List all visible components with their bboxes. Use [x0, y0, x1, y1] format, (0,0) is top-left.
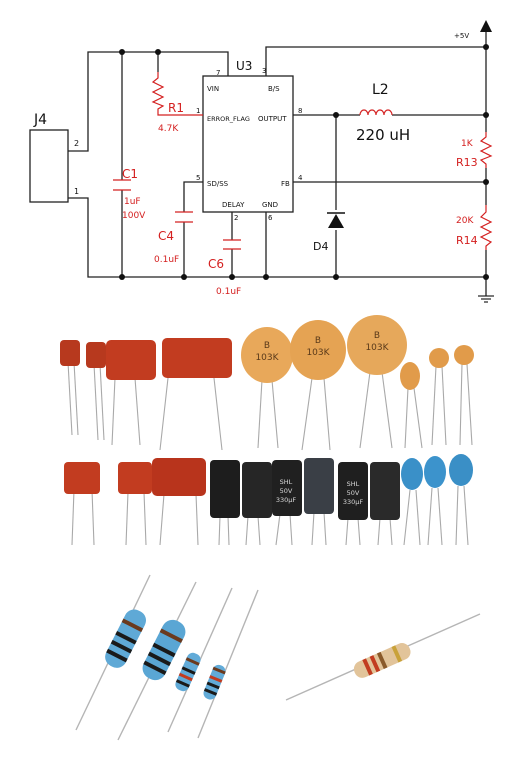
capacitor-c1-symbol: [113, 179, 131, 191]
ic-pin-num-delay: 2: [234, 214, 238, 222]
electrolytic-voltage-1: 50V: [280, 487, 293, 495]
capacitor-c1-value: 1uF: [124, 197, 141, 207]
ic-pin-num-output: 8: [298, 107, 302, 115]
electrolytic-brand-1: SHL: [280, 478, 293, 486]
electrolytic-brand-2: SHL: [347, 480, 360, 488]
resistor-r14-ref: R14: [456, 234, 478, 247]
ceramic-marking-3: 103K: [365, 343, 389, 353]
ic-pin-name-gnd: GND: [262, 201, 278, 209]
diode-d4-symbol: [327, 212, 345, 228]
ceramic-marking-1: 103K: [255, 353, 279, 363]
electrolytic-value-2: 330µF: [343, 498, 364, 506]
capacitor-leads-top: [67, 361, 473, 451]
ic-pin-name-error-flag: ERROR_FLAG: [207, 115, 250, 123]
resistor-r1-value: 4.7K: [158, 124, 179, 134]
capacitor-c4-symbol: [175, 211, 193, 223]
connector-j4-pin1: 1: [74, 187, 79, 196]
ic-pin-num-gnd: 6: [268, 214, 273, 222]
ic-pin-name-bs: B/S: [268, 85, 280, 93]
capacitor-c1-ref: C1: [122, 167, 138, 181]
capacitor-c6-symbol: [223, 239, 241, 250]
inductor-l2-value: 220 uH: [356, 126, 410, 144]
capacitor-leads-bottom: [71, 485, 469, 546]
ic-pin-name-sd-ss: SD/SS: [207, 180, 229, 188]
resistor-r13-ref: R13: [456, 156, 478, 169]
capacitors-photo: B 103K B 103K B 103K: [60, 315, 474, 546]
connector-j4-pin2: 2: [74, 139, 79, 148]
ic-pin-num-error-flag: 1: [196, 107, 200, 115]
ic-pin-name-fb: FB: [281, 180, 290, 188]
inductor-l2-ref: L2: [372, 82, 389, 98]
ic-u3-label: U3: [236, 59, 252, 73]
connector-j4-body: [29, 129, 69, 203]
ceramic-letter-2: B: [315, 336, 321, 346]
capacitor-c6-value: 0.1uF: [216, 287, 241, 297]
capacitor-c6-ref: C6: [208, 257, 224, 271]
resistor-r14-symbol: [479, 205, 493, 250]
ground-icon: [478, 295, 494, 303]
resistor-r1-ref: R1: [168, 101, 184, 115]
junction-dots: [119, 44, 489, 280]
ceramic-letter-1: B: [264, 341, 270, 351]
resistor-r13-symbol: [479, 132, 493, 168]
capacitor-c1-voltage: 100V: [122, 211, 146, 221]
schematic-wires: [68, 28, 487, 296]
ic-pin-name-vin: VIN: [207, 85, 219, 93]
ic-pin-num-bs: 3: [262, 67, 266, 75]
supply-label: +5V: [454, 32, 469, 40]
resistor-leads: [75, 574, 481, 741]
resistors-photo: [75, 574, 481, 741]
ceramic-letter-3: B: [374, 331, 380, 341]
supply-arrow-icon: [480, 20, 492, 32]
ic-pin-name-output: OUTPUT: [258, 115, 287, 123]
electrolytic-voltage-2: 50V: [347, 489, 360, 497]
ic-pin-num-vin: 7: [216, 69, 220, 77]
ic-pin-name-delay: DELAY: [222, 201, 245, 209]
schematic: J4 2 1: [29, 20, 494, 303]
resistor-r13-value: 1K: [461, 139, 474, 149]
connector-j4-label: J4: [33, 112, 47, 128]
capacitor-c4-ref: C4: [158, 229, 174, 243]
ic-pin-num-fb: 4: [298, 174, 303, 182]
resistor-r14-value: 20K: [456, 216, 474, 226]
ceramic-marking-2: 103K: [306, 348, 330, 358]
diode-d4-ref: D4: [313, 240, 328, 253]
capacitor-c4-value: 0.1uF: [154, 255, 179, 265]
inductor-l2-symbol: [359, 109, 393, 116]
resistor-r1-symbol: [151, 72, 203, 116]
ic-pin-num-sd-ss: 5: [196, 174, 200, 182]
ic-u3-body: [202, 75, 294, 213]
electrolytic-value-1: 330µF: [276, 496, 297, 504]
